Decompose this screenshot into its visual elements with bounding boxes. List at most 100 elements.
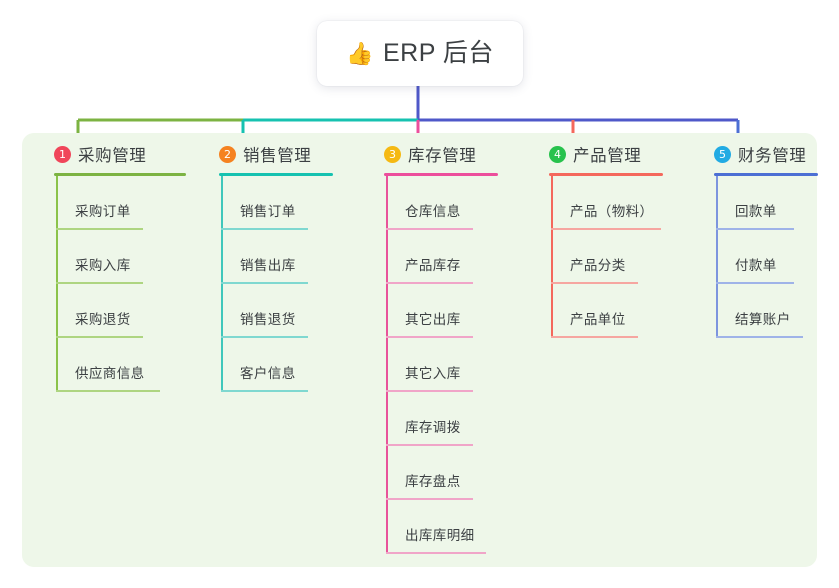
branch-title[interactable]: 2 销售管理 — [203, 141, 335, 167]
branch-column: 5 财务管理回款单付款单结算账户 — [698, 141, 820, 338]
branch-item[interactable]: 采购入库 — [38, 230, 188, 284]
branch-item-label: 供应商信息 — [75, 366, 145, 381]
branch-item[interactable]: 产品单位 — [533, 284, 665, 338]
branch-item[interactable]: 销售出库 — [203, 230, 335, 284]
branch-title-underline — [384, 173, 498, 176]
branch-title[interactable]: 3 库存管理 — [368, 141, 500, 167]
branch-title[interactable]: 5 财务管理 — [698, 141, 820, 167]
branch-item-underline — [386, 498, 473, 500]
branch-item-label: 采购退货 — [75, 312, 131, 327]
branch-item[interactable]: 库存调拨 — [368, 392, 500, 446]
branch-title-underline — [714, 173, 818, 176]
branch-item-underline — [221, 228, 308, 230]
branch-items: 产品（物料） 产品分类产品单位 — [533, 176, 665, 338]
branch-item-underline — [221, 390, 308, 392]
branch-item-underline — [386, 444, 473, 446]
branch-title-label: 产品管理 — [573, 147, 642, 165]
branch-item[interactable]: 付款单 — [698, 230, 820, 284]
branch-item-underline — [386, 336, 473, 338]
branch-item-underline — [221, 336, 308, 338]
branch-item[interactable]: 供应商信息 — [38, 338, 188, 392]
branch-item-underline — [386, 282, 473, 284]
branch-item-label: 产品分类 — [570, 258, 626, 273]
branch-item-label: 采购入库 — [75, 258, 131, 273]
branch-index-badge: 1 — [54, 145, 71, 163]
branch-title-label: 库存管理 — [408, 147, 477, 165]
branch-title-label: 销售管理 — [243, 147, 312, 165]
root-node-label: 👍 ERP 后台 — [346, 41, 494, 66]
branch-column: 2 销售管理销售订单销售出库销售退货客户信息 — [203, 141, 335, 392]
branch-item-label: 销售退货 — [240, 312, 296, 327]
branch-items: 销售订单销售出库销售退货客户信息 — [203, 176, 335, 392]
branch-item-label: 产品单位 — [570, 312, 626, 327]
branch-panel — [22, 133, 817, 567]
branch-item-underline — [716, 228, 794, 230]
branch-item-underline — [551, 282, 638, 284]
branch-item-underline — [56, 282, 143, 284]
branch-item[interactable]: 出库库明细 — [368, 500, 500, 554]
branch-item-underline — [386, 390, 473, 392]
branch-item-underline — [386, 228, 473, 230]
branch-item-label: 库存调拨 — [405, 420, 461, 435]
branch-item[interactable]: 回款单 — [698, 176, 820, 230]
branch-item-label: 其它出库 — [405, 312, 461, 327]
branch-item[interactable]: 客户信息 — [203, 338, 335, 392]
thumbs-up-icon: 👍 — [346, 41, 374, 67]
branch-item[interactable]: 产品（物料） — [533, 176, 665, 230]
root-node[interactable]: 👍 ERP 后台 — [317, 21, 523, 86]
branch-item-label: 销售订单 — [240, 204, 296, 219]
branch-column: 4 产品管理产品（物料） 产品分类产品单位 — [533, 141, 665, 338]
branch-item[interactable]: 采购退货 — [38, 284, 188, 338]
branch-item[interactable]: 结算账户 — [698, 284, 820, 338]
branch-item-underline — [221, 282, 308, 284]
branch-item[interactable]: 仓库信息 — [368, 176, 500, 230]
branch-item-label: 出库库明细 — [405, 528, 475, 543]
branch-item[interactable]: 其它出库 — [368, 284, 500, 338]
branch-title-underline — [549, 173, 663, 176]
branch-index-badge: 5 — [714, 145, 731, 163]
branch-items: 回款单付款单结算账户 — [698, 176, 820, 338]
branch-title-underline — [219, 173, 333, 176]
branch-item-label: 结算账户 — [735, 312, 791, 327]
branch-spine — [551, 176, 553, 338]
branch-item[interactable]: 采购订单 — [38, 176, 188, 230]
branch-item-label: 其它入库 — [405, 366, 461, 381]
branch-items: 仓库信息产品库存其它出库其它入库库存调拨库存盘点出库库明细 — [368, 176, 500, 554]
branch-item-label: 产品库存 — [405, 258, 461, 273]
branch-index-badge: 3 — [384, 145, 401, 163]
branch-item-underline — [386, 552, 486, 554]
branch-items: 采购订单采购入库采购退货供应商信息 — [38, 176, 188, 392]
branch-index-badge: 2 — [219, 145, 236, 163]
branch-item-label: 库存盘点 — [405, 474, 461, 489]
branch-title[interactable]: 4 产品管理 — [533, 141, 665, 167]
branch-item[interactable]: 库存盘点 — [368, 446, 500, 500]
root-node-text: ERP 后台 — [383, 39, 494, 67]
branch-item-label: 采购订单 — [75, 204, 131, 219]
branch-item-label: 销售出库 — [240, 258, 296, 273]
branch-item[interactable]: 销售订单 — [203, 176, 335, 230]
branch-item-label: 付款单 — [735, 258, 777, 273]
branch-item-underline — [551, 228, 661, 230]
branch-item-label: 产品（物料） — [570, 204, 654, 219]
branch-title-underline — [54, 173, 186, 176]
branch-spine — [716, 176, 718, 338]
branch-item-underline — [551, 336, 638, 338]
branch-spine — [56, 176, 58, 392]
branch-item[interactable]: 销售退货 — [203, 284, 335, 338]
branch-column: 3 库存管理仓库信息产品库存其它出库其它入库库存调拨库存盘点出库库明细 — [368, 141, 500, 554]
branch-item-underline — [56, 336, 143, 338]
branch-spine — [221, 176, 223, 392]
branch-item-label: 客户信息 — [240, 366, 296, 381]
branch-item-label: 回款单 — [735, 204, 777, 219]
branch-title-label: 财务管理 — [738, 147, 807, 165]
branch-item-underline — [716, 336, 803, 338]
branch-item[interactable]: 产品分类 — [533, 230, 665, 284]
branch-spine — [386, 176, 388, 554]
branch-item[interactable]: 产品库存 — [368, 230, 500, 284]
branch-item-underline — [56, 228, 143, 230]
branch-item[interactable]: 其它入库 — [368, 338, 500, 392]
branch-index-badge: 4 — [549, 145, 566, 163]
